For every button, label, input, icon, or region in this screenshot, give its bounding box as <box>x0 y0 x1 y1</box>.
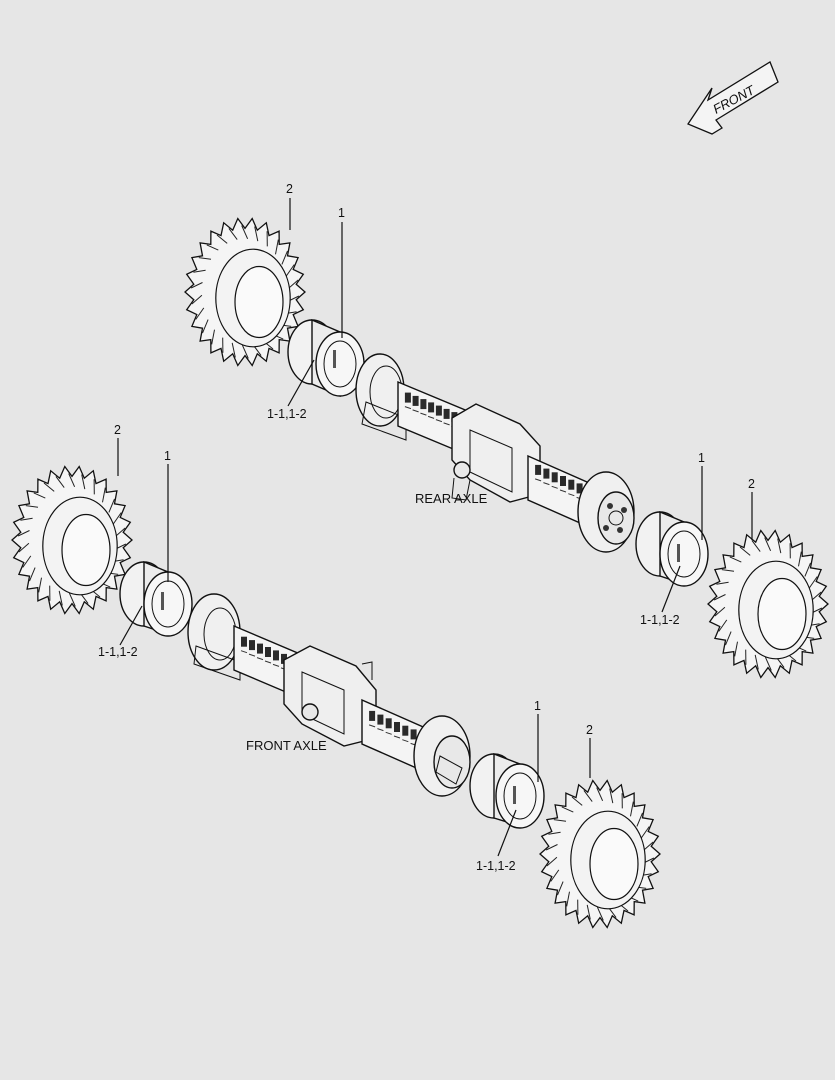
callout-labels: 2 1 1-1,1-2 1 2 1-1,1-2 2 1 1-1,1-2 1 2 … <box>98 182 755 873</box>
callout-rear-right-rim-parts: 1-1,1-2 <box>640 613 680 627</box>
callout-rear-left-tire: 2 <box>286 182 293 196</box>
callout-rear-right-rim: 1 <box>698 451 705 465</box>
rear-right-tire <box>707 529 829 679</box>
front-left-rim <box>119 560 193 637</box>
leader-lines <box>117 198 753 857</box>
callout-rear-left-rim-parts: 1-1,1-2 <box>267 407 307 421</box>
front-direction-arrow: FRONT <box>687 61 779 135</box>
rear-axle-right-hub <box>577 471 635 553</box>
callout-rear-left-rim: 1 <box>338 206 345 220</box>
tires-layer <box>11 217 829 929</box>
callout-rear-right-tire: 2 <box>748 477 755 491</box>
front-axle-left-hub <box>187 593 241 681</box>
front-right-rim <box>469 752 545 829</box>
callout-front-left-tire: 2 <box>114 423 121 437</box>
callout-front-left-rim: 1 <box>164 449 171 463</box>
front-axle-assembly <box>187 593 471 797</box>
rear-left-rim <box>287 318 365 398</box>
rear-axle-label: REAR AXLE <box>415 491 488 506</box>
front-left-tire <box>11 465 133 615</box>
callout-front-right-tire: 2 <box>586 723 593 737</box>
front-axle-label: FRONT AXLE <box>246 738 327 753</box>
rear-left-tire <box>184 217 306 367</box>
callout-front-right-rim-parts: 1-1,1-2 <box>476 859 516 873</box>
rims-layer <box>119 318 709 829</box>
callout-front-right-rim: 1 <box>534 699 541 713</box>
front-right-tire <box>539 779 661 929</box>
rear-axle-differential <box>451 403 541 503</box>
rear-right-rim <box>635 510 709 587</box>
front-axle-right-hub <box>413 715 471 797</box>
callout-front-left-rim-parts: 1-1,1-2 <box>98 645 138 659</box>
rear-axle-left-hub <box>355 353 407 441</box>
rear-axle-assembly <box>355 353 635 553</box>
